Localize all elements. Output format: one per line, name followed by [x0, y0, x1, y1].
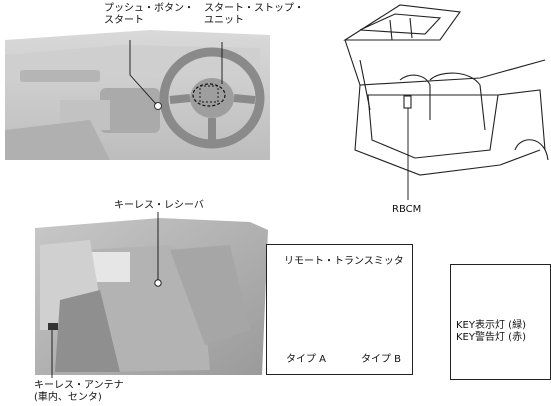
- push-button-start-line2: スタート: [104, 15, 144, 26]
- push-button-start-line1: プッシュ・ボタン・: [104, 3, 194, 14]
- rbcm-label: RBCM: [392, 204, 422, 215]
- type-a-label: タイプ A: [286, 354, 327, 365]
- remote-transmitter-box: [266, 244, 413, 375]
- cabin-illustration: [35, 218, 268, 375]
- dashboard-illustration: [5, 30, 270, 160]
- start-stop-unit-line1: スタート・ストップ・: [204, 3, 304, 14]
- remote-transmitter-title: リモート・トランスミッタ: [284, 256, 404, 267]
- key-indicator-label: KEY表示灯 (緑) KEY警告灯 (赤): [456, 320, 526, 344]
- keyless-antenna-label: キーレス・アンテナ (車内、センタ): [34, 380, 124, 404]
- keyless-antenna-line1: キーレス・アンテナ: [34, 380, 124, 391]
- leader-lines-dashboard: [129, 40, 223, 105]
- start-stop-unit-label: スタート・ストップ・ ユニット: [204, 3, 304, 27]
- key-warning-red-label: KEY警告灯 (赤): [456, 332, 526, 343]
- key-indicator-green-label: KEY表示灯 (緑): [456, 320, 526, 331]
- rear-cargo-illustration: [343, 4, 549, 176]
- leader-lines-cabin: [51, 212, 159, 378]
- keyless-receiver-label: キーレス・レシーバ: [114, 200, 204, 211]
- key-indicator-box: [450, 264, 551, 380]
- push-button-start-label: プッシュ・ボタン・ スタート: [104, 3, 194, 27]
- type-b-label: タイプ B: [361, 354, 402, 365]
- keyless-antenna-line2: (車内、センタ): [34, 392, 102, 403]
- start-stop-unit-line2: ユニット: [204, 15, 244, 26]
